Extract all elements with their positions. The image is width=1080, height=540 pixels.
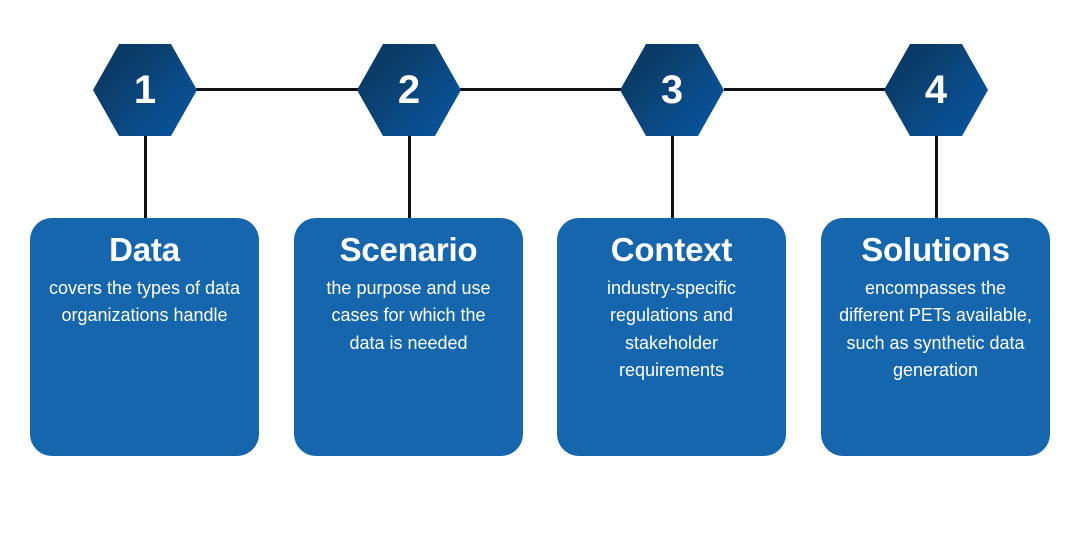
connector-line-hex1-to-card1: [144, 134, 147, 220]
step-hexagon-1[interactable]: 1: [93, 44, 197, 136]
connector-line-3-to-4: [724, 88, 890, 91]
connector-line-hex2-to-card2: [408, 134, 411, 220]
step-card-description-3: industry-specific regulations and stakeh…: [606, 277, 737, 381]
step-card-title-3: Context: [610, 231, 733, 268]
step-number-4: 4: [924, 68, 948, 112]
step-number-1: 1: [133, 68, 157, 112]
step-hexagon-3[interactable]: 3: [620, 44, 724, 136]
connector-line-hex4-to-card4: [935, 134, 938, 220]
step-card-description-2: the purpose and use cases for which the …: [326, 277, 491, 353]
step-card-title-2: Scenario: [339, 231, 478, 268]
step-hexagon-2[interactable]: 2: [357, 44, 461, 136]
step-number-2: 2: [397, 68, 421, 112]
step-hexagon-4[interactable]: 4: [884, 44, 988, 136]
step-card-description-1: covers the types of data organizations h…: [48, 277, 241, 326]
step-card-description-4: encompasses the different PETs available…: [839, 277, 1032, 381]
step-card-title-4: Solutions: [861, 231, 1010, 268]
connector-line-1-to-2: [196, 88, 362, 91]
step-card-title-1: Data: [109, 231, 180, 268]
step-card-scenario[interactable]: Scenario the purpose and use cases for w…: [294, 218, 523, 456]
step-card-data[interactable]: Data covers the types of data organizati…: [30, 218, 259, 456]
connector-line-2-to-3: [460, 88, 626, 91]
connector-line-hex3-to-card3: [671, 134, 674, 220]
step-number-3: 3: [660, 68, 684, 112]
step-card-context[interactable]: Context industry-specific regulations an…: [557, 218, 786, 456]
step-card-solutions[interactable]: Solutions encompasses the different PETs…: [821, 218, 1050, 456]
